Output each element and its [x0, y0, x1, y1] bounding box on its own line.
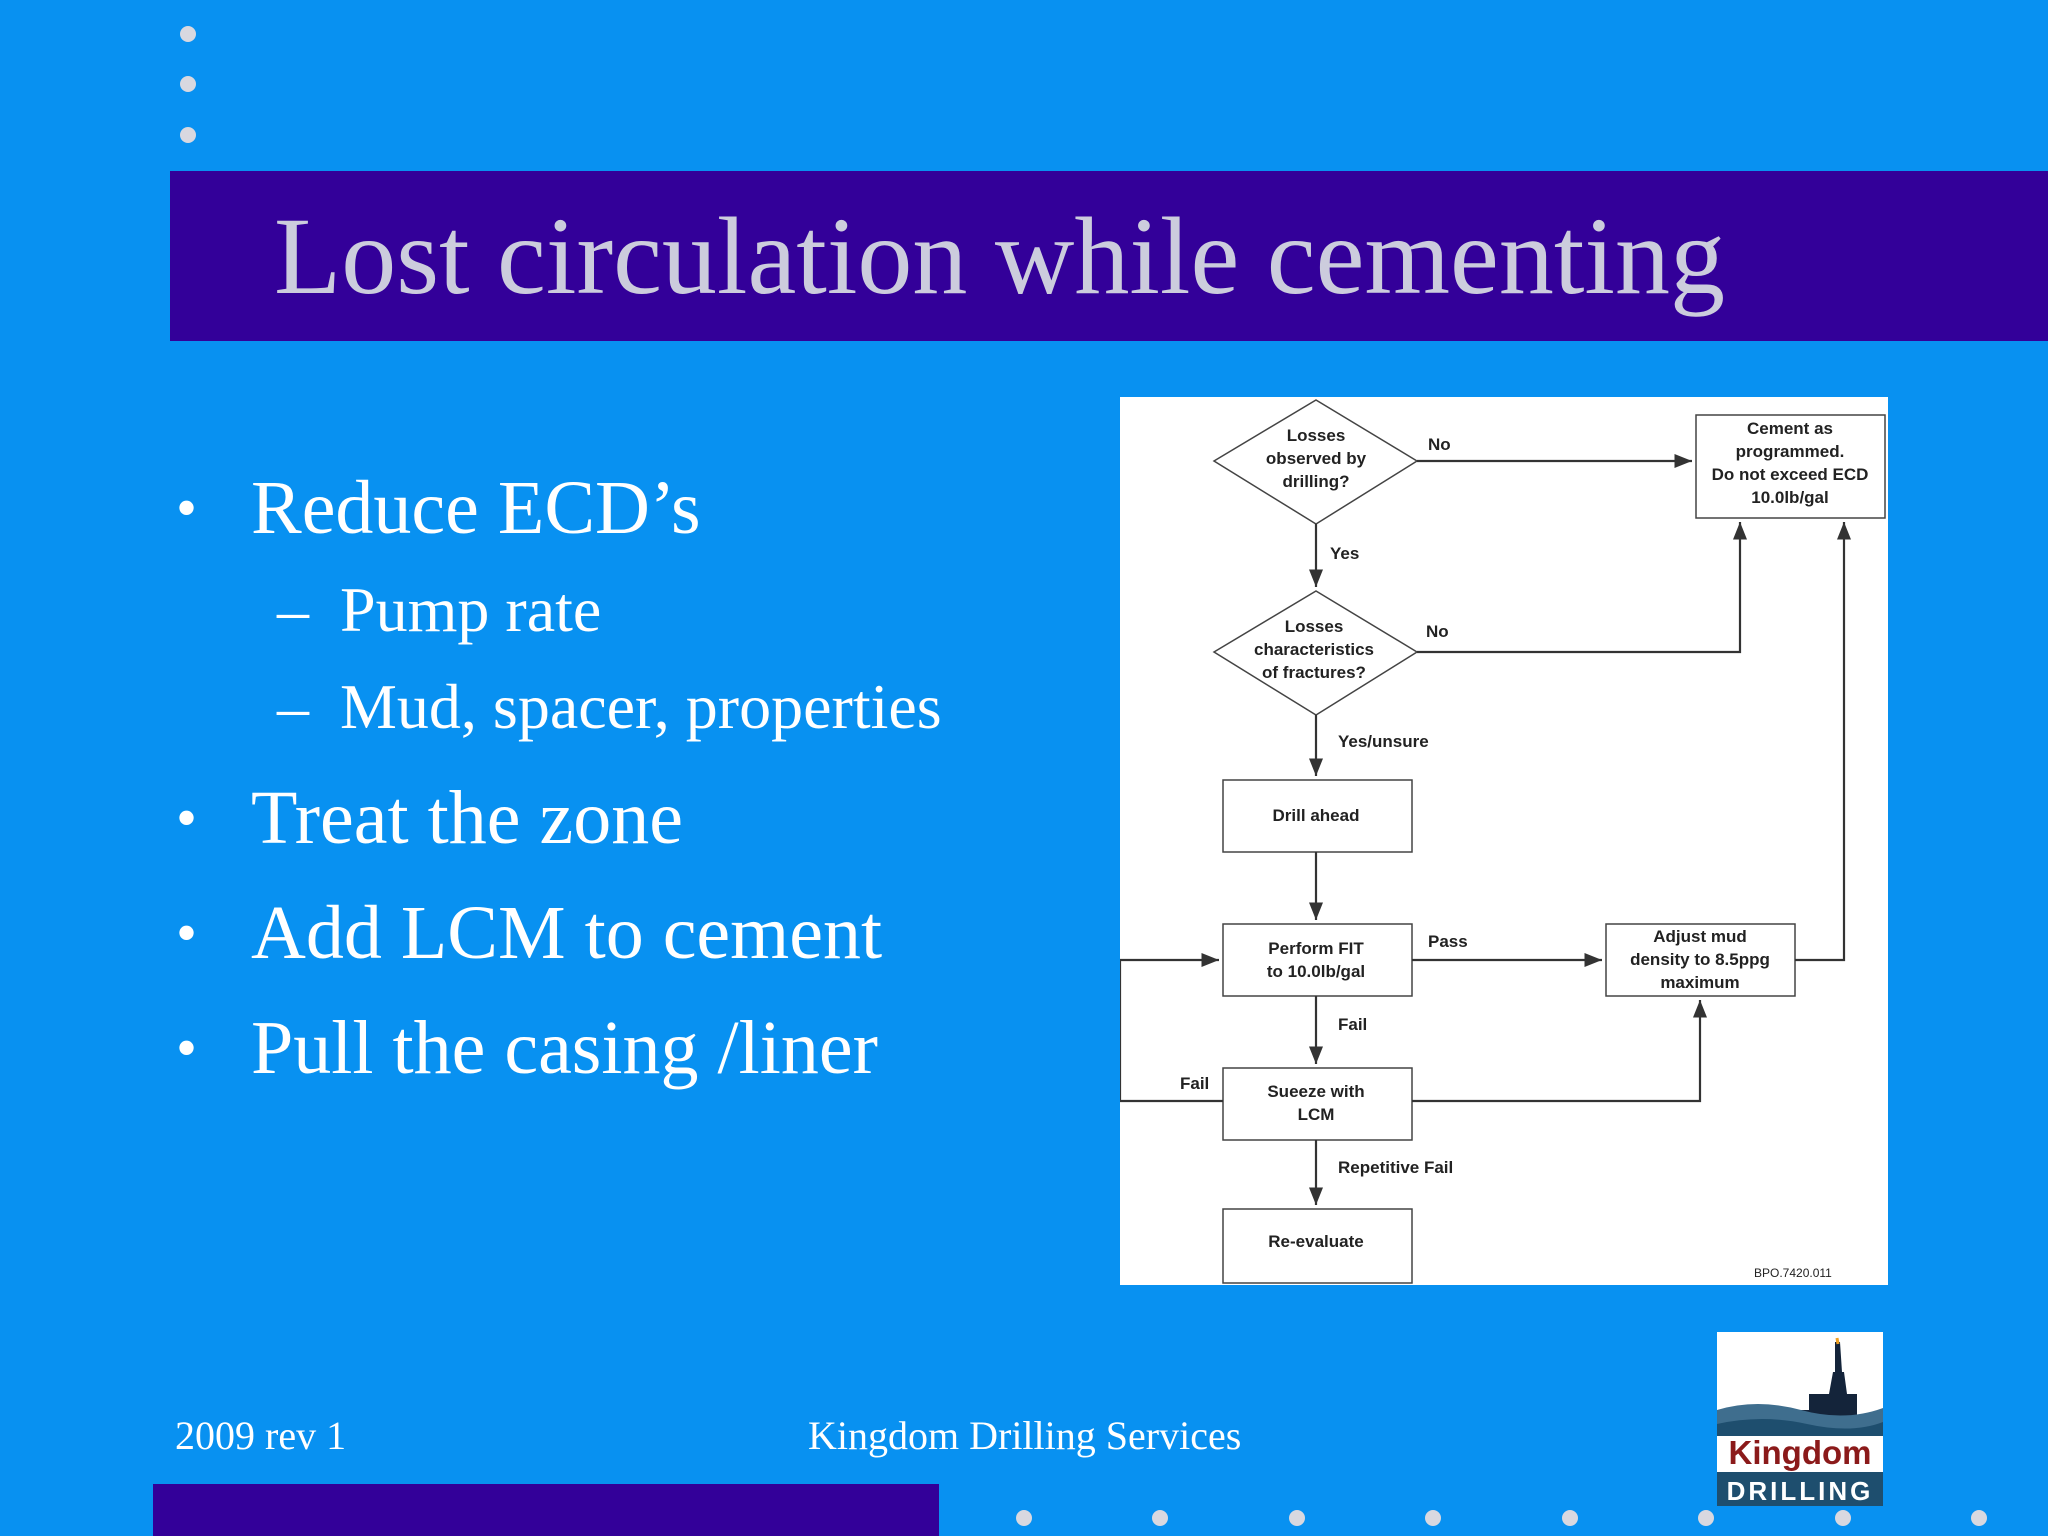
bullet-text: Reduce ECD’s [251, 466, 701, 550]
decorative-dot [1835, 1510, 1851, 1526]
logo-word-kingdom: Kingdom [1729, 1434, 1872, 1471]
process-cement-as-programmed [1695, 414, 1886, 519]
bullet-marker: • [176, 900, 198, 966]
node-text: maximum [1660, 973, 1739, 992]
edge-label: Repetitive Fail [1338, 1158, 1453, 1177]
process-re-evaluate [1222, 1208, 1413, 1284]
process-perform-fit [1222, 923, 1413, 997]
bullet-text: Add LCM to cement [251, 891, 883, 975]
edge-label: Pass [1428, 932, 1468, 951]
bullet-text: Pull the casing /liner [251, 1006, 878, 1090]
node-text: Sueeze with [1267, 1082, 1364, 1101]
decorative-dot [1152, 1510, 1168, 1526]
node-text: of fractures? [1262, 663, 1366, 682]
edge-label: Yes/unsure [1338, 732, 1429, 751]
decorative-dot [1562, 1510, 1578, 1526]
flowchart-diagram: Losses observed by drilling? Losses char… [1120, 399, 1886, 1284]
node-text: Perform FIT [1268, 939, 1364, 958]
decorative-dot [1016, 1510, 1032, 1526]
decorative-dot [1971, 1510, 1987, 1526]
node-text: Losses [1285, 617, 1344, 636]
logo-word-drilling: DRILLING [1727, 1476, 1874, 1506]
bullet-marker: • [176, 475, 198, 541]
node-text: Adjust mud [1653, 927, 1747, 946]
sub-bullet-text: Pump rate [340, 574, 602, 645]
edge-label: No [1428, 435, 1451, 454]
decorative-dot [180, 26, 196, 42]
node-text: density to 8.5ppg [1630, 950, 1770, 969]
footer-company: Kingdom Drilling Services [808, 1413, 1242, 1458]
sub-bullet-text: Mud, spacer, properties [340, 671, 942, 742]
bullet-marker: • [176, 785, 198, 851]
bottom-bar [153, 1484, 939, 1536]
node-text: Cement as [1747, 419, 1833, 438]
flowchart-figure: Losses observed by drilling? Losses char… [1120, 397, 1888, 1285]
node-text: observed by [1266, 449, 1367, 468]
process-drill-ahead [1222, 779, 1413, 853]
edge-label: Fail [1338, 1015, 1367, 1034]
footer-date: 2009 rev 1 [175, 1413, 347, 1458]
node-text: drilling? [1282, 472, 1349, 491]
node-text: LCM [1298, 1105, 1335, 1124]
node-text: programmed. [1736, 442, 1845, 461]
title-bar: Lost circulation while cementing [170, 171, 2048, 341]
node-text: characteristics [1254, 640, 1374, 659]
node-text: Re-evaluate [1268, 1232, 1363, 1251]
node-text: Do not exceed ECD [1712, 465, 1869, 484]
decorative-dot [1698, 1510, 1714, 1526]
edge-label: Yes [1330, 544, 1359, 563]
process-squeeze-lcm [1222, 1067, 1413, 1141]
slide-title: Lost circulation while cementing [274, 195, 1725, 317]
sub-bullet-marker: – [277, 574, 309, 645]
node-text: Losses [1287, 426, 1346, 445]
node-text: to 10.0lb/gal [1267, 962, 1365, 981]
node-text: 10.0lb/gal [1751, 488, 1828, 507]
edge-label: No [1426, 622, 1449, 641]
decorative-dot [1425, 1510, 1441, 1526]
figure-code: BPO.7420.011 [1754, 1266, 1832, 1280]
process-adjust-mud-density [1605, 923, 1796, 997]
logo-graphic: Kingdom DRILLING [1717, 1332, 1883, 1506]
kingdom-drilling-logo: Kingdom DRILLING [1717, 1332, 1883, 1506]
bullet-text: Treat the zone [251, 776, 683, 860]
decorative-dot [1289, 1510, 1305, 1526]
node-text: Drill ahead [1273, 806, 1360, 825]
bullet-marker: • [176, 1015, 198, 1081]
edge-label: Fail [1180, 1074, 1209, 1093]
decorative-dot [180, 76, 196, 92]
decorative-dot [180, 127, 196, 143]
sub-bullet-marker: – [277, 671, 309, 742]
